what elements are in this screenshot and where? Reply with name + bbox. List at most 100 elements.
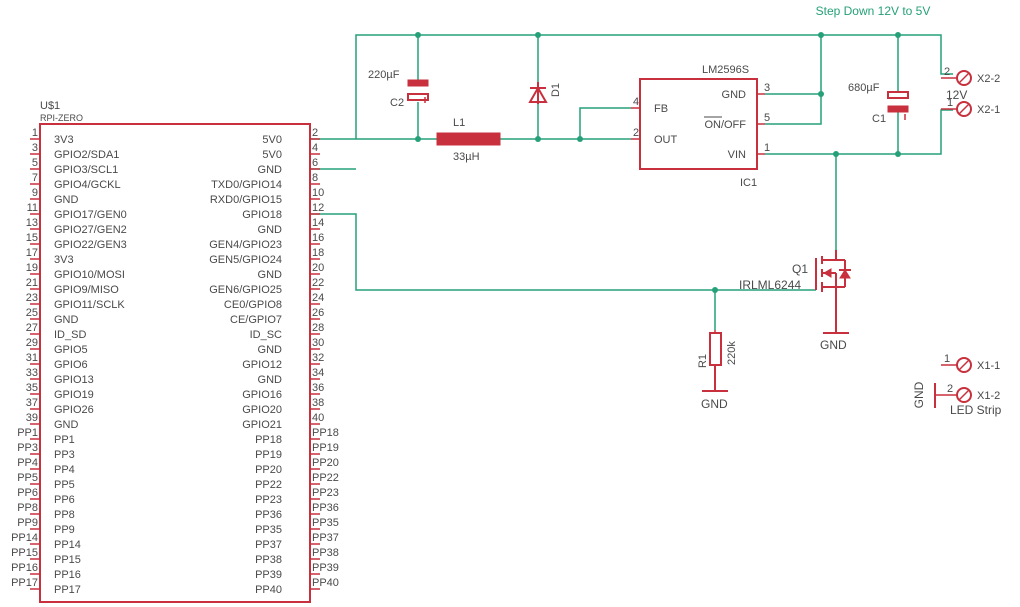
u1-left-pin-label: GPIO13 [54, 374, 94, 386]
l1-value: 33µH [453, 151, 480, 163]
u1-right-pin-num: PP35 [312, 517, 339, 529]
resistor-r1: R1 220k GND [697, 330, 738, 411]
u1-right-pin-label: PP36 [255, 509, 282, 521]
u1-left-pin-num: PP17 [11, 577, 38, 589]
x2-pin1-label: X2-1 [977, 104, 1000, 116]
u1-left-pin-num: 7 [32, 172, 38, 184]
ic1-pin-out-label: OUT [654, 134, 678, 146]
u1-left-pin-num: PP15 [11, 547, 38, 559]
ic1-pin-vin-num: 1 [764, 142, 770, 154]
u1-left-pin-label: GPIO9/MISO [54, 284, 119, 296]
u1-right-pin-label: PP20 [255, 464, 282, 476]
u1-left-pin-num: 21 [26, 277, 38, 289]
diode-d1: D1 [528, 82, 562, 104]
ic1-pin-onoff-num: 5 [764, 112, 770, 124]
u1-left-pin-num: 17 [26, 247, 38, 259]
u1-right-pin-label: CE0/GPIO8 [224, 299, 282, 311]
u1-right-pin-num: 18 [312, 247, 324, 259]
u1-right-pin-num: PP40 [312, 577, 339, 589]
u1-right-pin-num: PP19 [312, 442, 339, 454]
u1-right-pin-num: 22 [312, 277, 324, 289]
u1-right-pin-label: PP37 [255, 539, 282, 551]
u1-left-pin-label: GPIO4/GCKL [54, 179, 121, 191]
ic1-pin-onoff-label: ON/OFF [704, 119, 746, 131]
u1-right-pin-label: GND [258, 374, 283, 386]
u1-right-pin-num: 20 [312, 262, 324, 274]
u1-left-pin-label: PP16 [54, 569, 81, 581]
u1-right-pin-num: 40 [312, 412, 324, 424]
x2-note: 12V [946, 88, 967, 102]
u1-right-pin-num: PP39 [312, 562, 339, 574]
u1-right-pin-label: PP19 [255, 449, 282, 461]
u1-right-pin-num: PP22 [312, 472, 339, 484]
u1-left-pin-num: 19 [26, 262, 38, 274]
u1-right-pin-num: PP18 [312, 427, 339, 439]
u1-left-pin-num: 15 [26, 232, 38, 244]
u1-right-pin-num: 6 [312, 157, 318, 169]
ic1-pin-out-num: 2 [633, 127, 639, 139]
u1-right-pin-label: RXD0/GPIO15 [210, 194, 282, 206]
u1-left-pin-num: 23 [26, 292, 38, 304]
rpi-zero-header: U$1 RPI-ZERO 13V33GPIO2/SDA15GPIO3/SCL17… [11, 100, 339, 603]
u1-right-pin-num: PP37 [312, 532, 339, 544]
u1-right-pin-num: 14 [312, 217, 324, 229]
ic1-part: LM2596S [702, 64, 749, 76]
ic1-pin-fb-num: 4 [633, 96, 639, 108]
u1-left-pin-num: 29 [26, 337, 38, 349]
u1-right-pin-label: GEN4/GPIO23 [209, 239, 282, 251]
u1-left-pin-label: 3V3 [54, 254, 74, 266]
u1-right-pin-label: GPIO20 [242, 404, 282, 416]
u1-left-pin-num: PP14 [11, 532, 38, 544]
u1-left-pin-label: GPIO19 [54, 389, 94, 401]
c2-value: 220µF [368, 69, 400, 81]
u1-left-pin-label: PP6 [54, 494, 75, 506]
x2-pin2-label: X2-2 [977, 73, 1000, 85]
c1-value: 680µF [848, 82, 880, 94]
x1-pin2-label: X1-2 [977, 390, 1000, 402]
x1-note: LED Strip [950, 403, 1002, 417]
u1-right-pin-num: 10 [312, 187, 324, 199]
u1-right-pin-num: PP20 [312, 457, 339, 469]
u1-left-pin-label: PP5 [54, 479, 75, 491]
inductor-l1: L1 33µH [436, 117, 501, 163]
u1-right-pin-num: 2 [312, 127, 318, 139]
u1-left-pin-label: GPIO6 [54, 359, 88, 371]
u1-left-pin-num: 5 [32, 157, 38, 169]
u1-left-pin-label: PP14 [54, 539, 81, 551]
u1-left-pin-num: 1 [32, 127, 38, 139]
u1-left-pin-num: 39 [26, 412, 38, 424]
junctions [415, 32, 901, 293]
schematic-title: Step Down 12V to 5V [816, 4, 931, 18]
u1-right-pin-label: GPIO12 [242, 359, 282, 371]
u1-left-pin-num: 37 [26, 397, 38, 409]
u1-right-pin-num: 26 [312, 307, 324, 319]
u1-left-pin-num: PP6 [17, 487, 38, 499]
u1-left-pin-num: 11 [27, 202, 38, 214]
u1-left-pin-num: PP8 [17, 502, 38, 514]
u1-left-pin-num: PP4 [17, 457, 38, 469]
q1-gnd-label: GND [820, 338, 847, 352]
u1-left-pin-label: GPIO2/SDA1 [54, 149, 119, 161]
u1-left-pin-label: PP1 [54, 434, 75, 446]
u1-left-pin-num: PP9 [17, 517, 38, 529]
u1-left-pin-num: 27 [26, 322, 38, 334]
u1-right-pin-num: PP23 [312, 487, 339, 499]
u1-right-pin-label: PP39 [255, 569, 282, 581]
u1-right-pin-num: PP36 [312, 502, 339, 514]
u1-left-pin-label: GPIO22/GEN3 [54, 239, 127, 251]
u1-left-pin-label: GPIO26 [54, 404, 94, 416]
u1-right-pin-num: 16 [312, 232, 324, 244]
ic1-ref: IC1 [740, 177, 757, 189]
u1-left-pin-num: 9 [32, 187, 38, 199]
u1-right-pin-label: GND [258, 164, 283, 176]
u1-left-pin-num: PP16 [11, 562, 38, 574]
capacitor-c1: 680µF C1 [848, 82, 909, 125]
u1-right-pin-num: 32 [312, 352, 324, 364]
u1-right-pin-label: PP40 [255, 584, 282, 596]
u1-right-pin-label: PP35 [255, 524, 282, 536]
u1-left-pin-num: 13 [26, 217, 38, 229]
u1-left-pin-label: GND [54, 419, 79, 431]
u1-right-pin-label: GND [258, 344, 283, 356]
u1-right-pin-label: TXD0/GPIO14 [211, 179, 282, 191]
